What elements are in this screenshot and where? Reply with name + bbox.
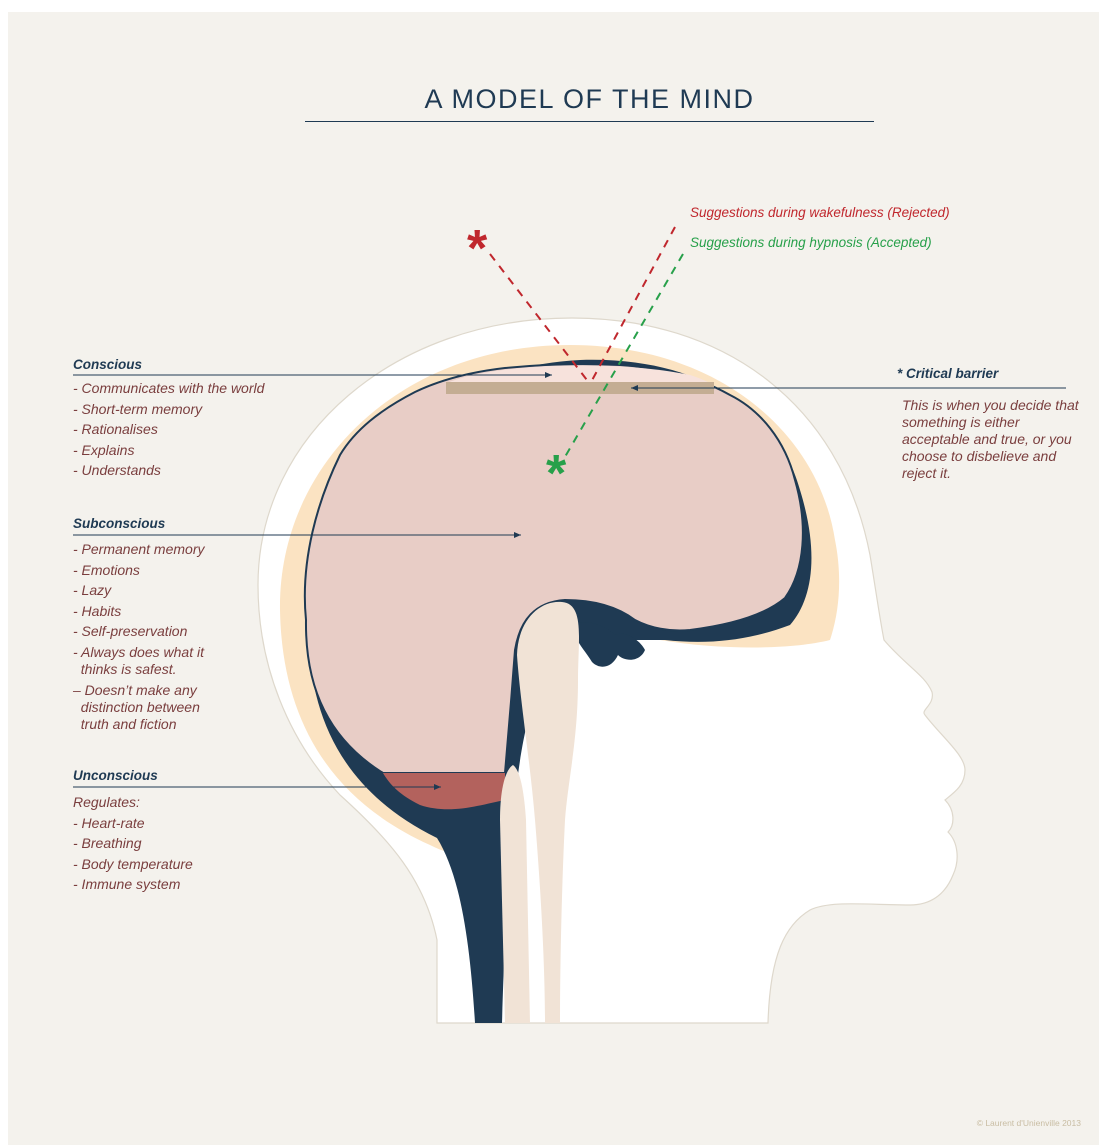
- conscious-list: - Communicates with the world - Short-te…: [73, 378, 264, 481]
- list-item: - Communicates with the world: [73, 378, 264, 399]
- list-item: Regulates:: [73, 792, 193, 813]
- legend-rejected: Suggestions during wakefulness (Rejected…: [690, 205, 950, 220]
- list-item: - Always does what it: [73, 644, 204, 661]
- unconscious-heading: Unconscious: [73, 768, 158, 783]
- list-item: - Rationalises: [73, 419, 264, 440]
- list-item: - Explains: [73, 440, 264, 461]
- subconscious-list: - Permanent memory - Emotions - Lazy - H…: [73, 539, 204, 733]
- copyright-notice: © Laurent d'Unienville 2013: [977, 1118, 1081, 1128]
- conscious-heading: Conscious: [73, 357, 142, 372]
- list-item: - Breathing: [73, 833, 193, 854]
- list-item: truth and fiction: [73, 716, 204, 733]
- subconscious-heading: Subconscious: [73, 516, 165, 531]
- list-item: - Lazy: [73, 580, 204, 601]
- list-item: - Habits: [73, 601, 204, 622]
- list-item: – Doesn’t make any: [73, 682, 204, 699]
- list-item: - Heart-rate: [73, 813, 193, 834]
- list-item: distinction between: [73, 699, 204, 716]
- list-item: - Self-preservation: [73, 621, 204, 642]
- critical-barrier-description: This is when you decide that something i…: [902, 397, 1082, 482]
- list-item: - Body temperature: [73, 854, 193, 875]
- accepted-asterisk-icon: *: [546, 445, 567, 503]
- list-item: - Permanent memory: [73, 539, 204, 560]
- list-item: - Understands: [73, 460, 264, 481]
- legend-accepted: Suggestions during hypnosis (Accepted): [690, 235, 932, 250]
- unconscious-list: Regulates: - Heart-rate - Breathing - Bo…: [73, 792, 193, 895]
- critical-barrier-heading: * Critical barrier: [897, 366, 998, 381]
- list-item: - Short-term memory: [73, 399, 264, 420]
- list-item: - Immune system: [73, 874, 193, 895]
- rejected-asterisk-icon: *: [467, 220, 488, 278]
- list-item: - Emotions: [73, 560, 204, 581]
- list-item: thinks is safest.: [73, 661, 204, 678]
